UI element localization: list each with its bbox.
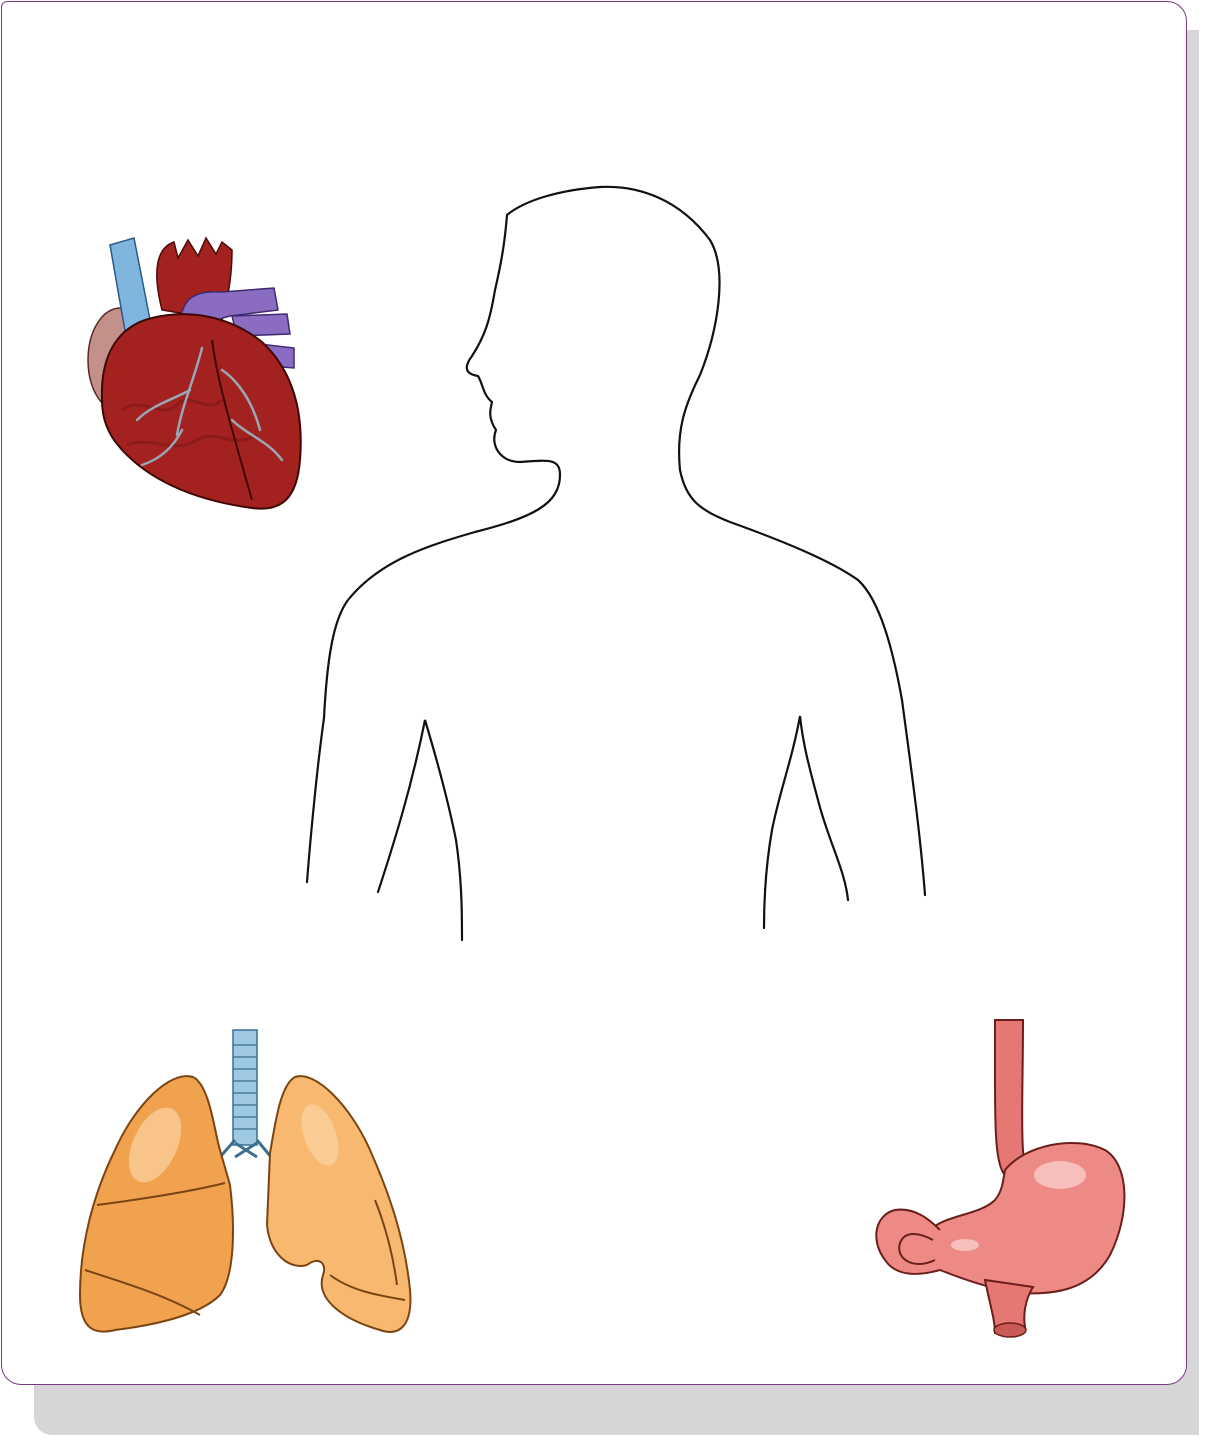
stomach-organ-icon — [845, 1015, 1135, 1345]
lungs-organ-icon — [75, 1025, 425, 1345]
heart-organ-icon — [82, 230, 312, 520]
